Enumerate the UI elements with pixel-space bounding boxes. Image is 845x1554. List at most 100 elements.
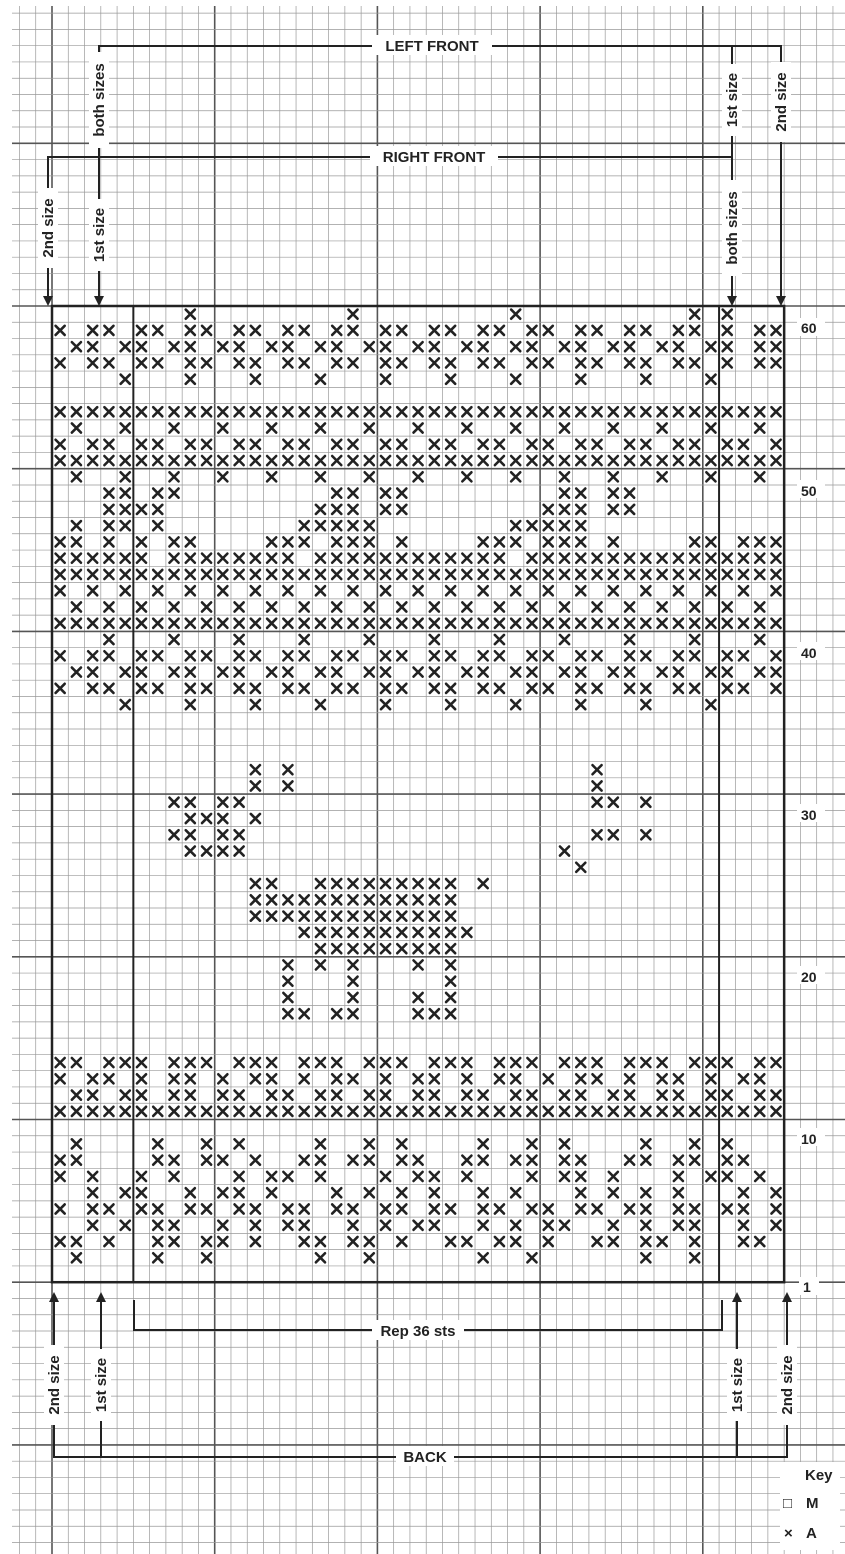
stitch-mark-a: [592, 1074, 601, 1083]
stitch-mark-a: [674, 684, 683, 693]
stitch-mark-a: [706, 407, 715, 416]
stitch-mark-a: [397, 1156, 406, 1165]
stitch-mark-a: [658, 472, 667, 481]
stitch-mark-a: [72, 602, 81, 611]
stitch-mark-a: [365, 895, 374, 904]
stitch-mark-a: [414, 586, 423, 595]
stitch-mark-a: [300, 895, 309, 904]
stitch-mark-a: [641, 326, 650, 335]
stitch-mark-a: [235, 684, 244, 693]
stitch-mark-a: [658, 619, 667, 628]
stitch-mark-a: [560, 456, 569, 465]
stitch-mark-a: [235, 1204, 244, 1213]
stitch-mark-a: [381, 440, 390, 449]
stitch-mark-a: [202, 651, 211, 660]
stitch-mark-a: [348, 912, 357, 921]
stitch-mark-a: [755, 1091, 764, 1100]
stitch-mark-a: [706, 375, 715, 384]
stitch-mark-a: [153, 651, 162, 660]
stitch-mark-a: [397, 1058, 406, 1067]
stitch-mark-a: [137, 505, 146, 514]
stitch-mark-a: [137, 684, 146, 693]
stitch-mark-a: [169, 1156, 178, 1165]
stitch-mark-a: [723, 684, 732, 693]
stitch-mark-a: [169, 798, 178, 807]
stitch-mark-a: [186, 326, 195, 335]
stitch-mark-a: [186, 814, 195, 823]
stitch-mark-a: [348, 619, 357, 628]
stitch-mark-a: [706, 700, 715, 709]
stitch-mark-a: [495, 326, 504, 335]
stitch-mark-a: [739, 407, 748, 416]
stitch-mark-a: [251, 684, 260, 693]
stitch-mark-a: [186, 570, 195, 579]
stitch-mark-a: [202, 407, 211, 416]
stitch-mark-a: [153, 407, 162, 416]
stitch-mark-a: [381, 1074, 390, 1083]
stitch-mark-a: [218, 472, 227, 481]
stitch-mark-a: [381, 586, 390, 595]
stitch-mark-a: [430, 928, 439, 937]
stitch-mark-a: [560, 1156, 569, 1165]
stitch-mark-a: [348, 489, 357, 498]
stitch-mark-a: [186, 846, 195, 855]
stitch-mark-a: [397, 1107, 406, 1116]
stitch-mark-a: [511, 521, 520, 530]
stitch-mark-a: [332, 342, 341, 351]
stitch-mark-a: [283, 912, 292, 921]
stitch-mark-a: [72, 456, 81, 465]
stitch-mark-a: [235, 342, 244, 351]
stitch-mark-a: [235, 830, 244, 839]
stitch-mark-a: [723, 1091, 732, 1100]
stitch-mark-a: [218, 1091, 227, 1100]
stitch-mark-a: [137, 537, 146, 546]
stitch-mark-a: [153, 1139, 162, 1148]
stitch-mark-a: [479, 326, 488, 335]
stitch-mark-a: [723, 602, 732, 611]
stitch-mark-a: [300, 440, 309, 449]
stitch-mark-a: [462, 423, 471, 432]
stitch-mark-a: [381, 912, 390, 921]
stitch-mark-a: [104, 456, 113, 465]
key-legend: Key □ M × A: [780, 1462, 840, 1550]
stitch-mark-a: [479, 651, 488, 660]
stitch-mark-a: [104, 651, 113, 660]
stitch-mark-a: [690, 326, 699, 335]
stitch-mark-a: [771, 407, 780, 416]
stitch-mark-a: [723, 1058, 732, 1067]
stitch-mark-a: [560, 1058, 569, 1067]
stitch-mark-a: [169, 619, 178, 628]
stitch-mark-a: [560, 521, 569, 530]
stitch-mark-a: [56, 1204, 65, 1213]
stitch-mark-a: [495, 651, 504, 660]
stitch-mark-a: [511, 423, 520, 432]
stitch-mark-a: [153, 1221, 162, 1230]
stitch-mark-a: [365, 1188, 374, 1197]
stitch-mark-a: [348, 407, 357, 416]
stitch-mark-a: [446, 456, 455, 465]
stitch-mark-a: [641, 1139, 650, 1148]
stitch-mark-a: [511, 586, 520, 595]
stitch-mark-a: [251, 358, 260, 367]
stitch-mark-a: [251, 1237, 260, 1246]
stitch-mark-a: [576, 440, 585, 449]
stitch-mark-a: [348, 928, 357, 937]
stitch-mark-a: [625, 505, 634, 514]
stitch-mark-a: [576, 570, 585, 579]
stitch-mark-a: [511, 1156, 520, 1165]
stitch-mark-a: [527, 619, 536, 628]
stitch-mark-a: [397, 879, 406, 888]
stitch-mark-a: [430, 668, 439, 677]
stitch-mark-a: [381, 928, 390, 937]
stitch-mark-a: [72, 342, 81, 351]
stitch-mark-a: [560, 554, 569, 563]
stitch-mark-a: [365, 1253, 374, 1262]
stitch-mark-a: [723, 1139, 732, 1148]
stitch-mark-a: [121, 489, 130, 498]
stitch-mark-a: [414, 1091, 423, 1100]
stitch-mark-a: [690, 1156, 699, 1165]
stitch-mark-a: [267, 1107, 276, 1116]
stitch-mark-a: [153, 684, 162, 693]
stitch-mark-a: [592, 440, 601, 449]
stitch-mark-a: [121, 1221, 130, 1230]
